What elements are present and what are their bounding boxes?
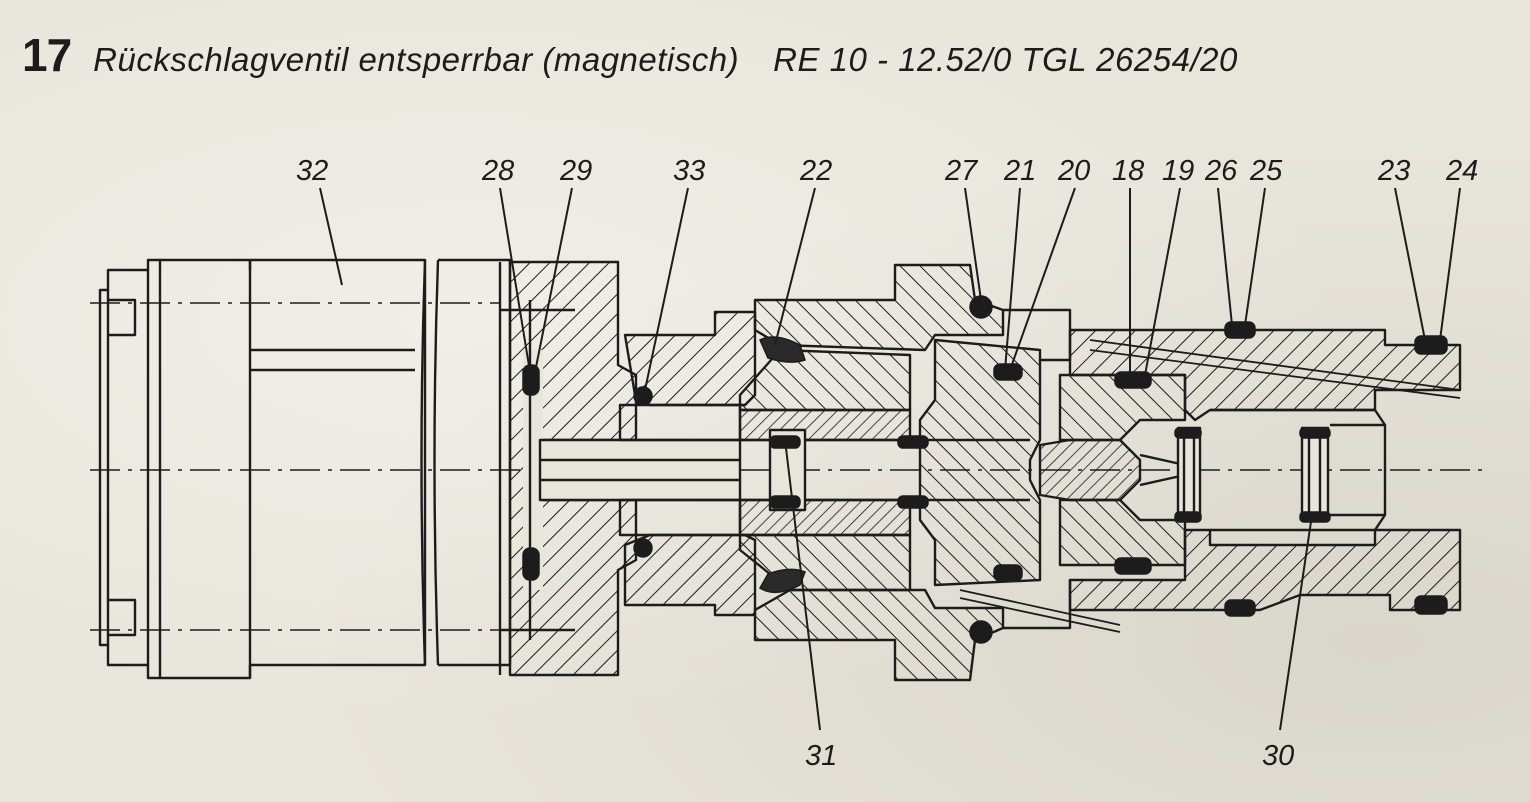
figure-title: Rückschlagventil entsperrbar (magnetisch…	[93, 41, 740, 78]
inner-sleeve	[738, 408, 1030, 537]
label-part-25: 25	[1249, 155, 1283, 187]
figure-header: 17 Rückschlagventil entsperrbar (magneti…	[22, 28, 1238, 81]
label-part-33: 33	[673, 155, 705, 187]
main-housing	[738, 263, 1005, 682]
label-part-30: 30	[1262, 740, 1294, 772]
label-part-31: 31	[805, 740, 837, 772]
label-part-29: 29	[559, 155, 592, 187]
armature-stem	[538, 438, 742, 502]
label-part-28: 28	[481, 155, 514, 187]
label-part-22: 22	[799, 155, 832, 187]
part-labels: 32 28 29 33 22 27 21 20 18 19 26 25 23 2…	[296, 155, 1478, 772]
label-part-18: 18	[1112, 155, 1144, 187]
retaining-rings	[1176, 426, 1330, 522]
leader-lines	[319, 187, 1461, 731]
seal-22	[759, 336, 806, 594]
label-part-19: 19	[1162, 155, 1194, 187]
label-part-26: 26	[1204, 155, 1238, 187]
label-part-32: 32	[296, 155, 328, 187]
solenoid-body	[90, 258, 512, 680]
poppet	[1038, 373, 1187, 567]
label-part-24: 24	[1445, 155, 1478, 187]
seals	[522, 295, 1448, 644]
right-body	[959, 328, 1462, 633]
label-part-23: 23	[1377, 155, 1410, 187]
label-part-21: 21	[1003, 155, 1036, 187]
figure-number: 17	[22, 29, 72, 81]
label-part-20: 20	[1057, 155, 1090, 187]
figure-spec: RE 10 - 12.52/0 TGL 26254/20	[773, 41, 1238, 78]
label-part-27: 27	[944, 155, 979, 187]
